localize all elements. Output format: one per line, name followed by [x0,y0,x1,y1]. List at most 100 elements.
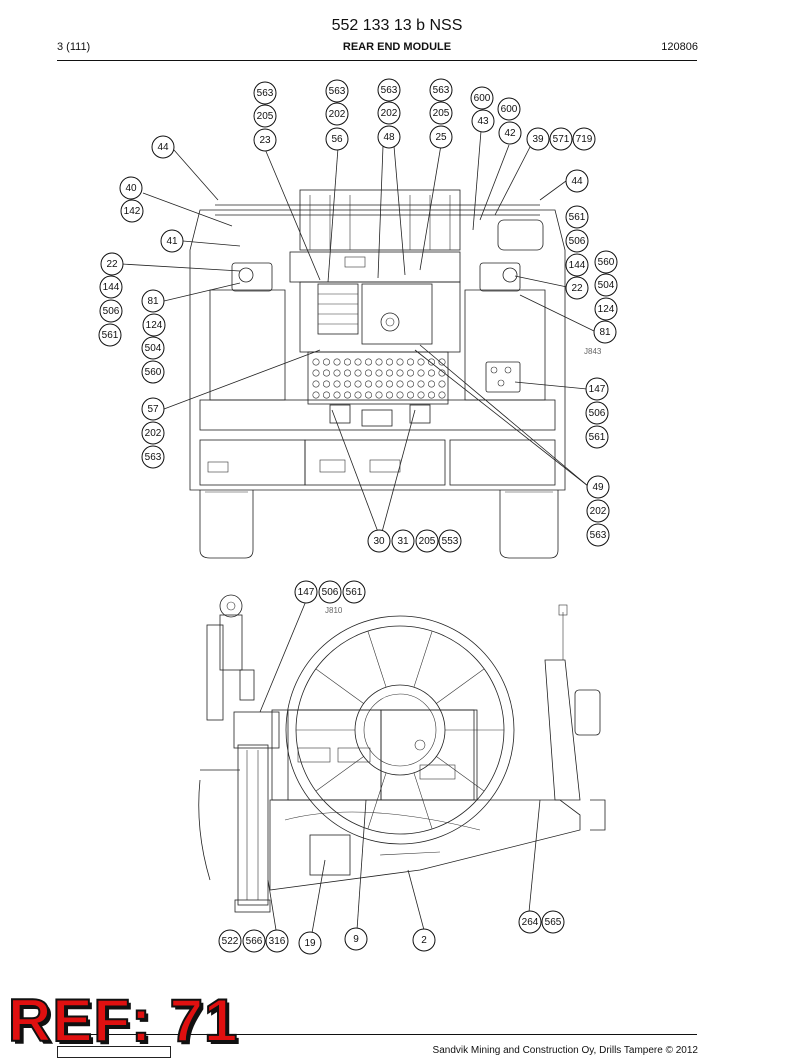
callout-563: 563 [429,78,453,102]
callout-57: 57 [141,397,165,421]
callout-56: 56 [325,127,349,151]
callout-label: 81 [147,296,159,307]
callout-label: 42 [504,128,516,139]
callout-600: 600 [470,86,494,110]
page-number: 3 (111) [57,41,91,53]
callout-label: 506 [322,587,339,598]
callout-label: 124 [598,304,615,315]
callout-565: 565 [541,910,565,934]
header-rule [57,60,697,61]
callout-44: 44 [151,135,175,159]
callout-label: 205 [257,111,274,122]
callout-40: 40 [119,176,143,200]
callout-label: 147 [298,587,315,598]
callout-22: 22 [100,252,124,276]
callout-label: 205 [419,536,436,547]
callout-label: 44 [157,142,169,153]
callout-504: 504 [594,273,618,297]
callout-563: 563 [377,78,401,102]
callout-142: 142 [120,199,144,223]
callout-bubbles: 5632052356320256563202485632052560043600… [98,78,618,955]
callout-label: 22 [106,259,118,270]
callout-563: 563 [253,81,277,105]
copyright-text: Sandvik Mining and Construction Oy, Dril… [432,1045,698,1056]
callout-39: 39 [526,127,550,151]
callout-316: 316 [265,929,289,953]
callout-label: 506 [569,236,586,247]
callout-25: 25 [429,125,453,149]
callout-553: 553 [438,529,462,553]
callout-571: 571 [549,127,573,151]
callout-label: 124 [146,320,163,331]
callout-label: 9 [353,934,359,945]
callout-205: 205 [415,529,439,553]
callout-label: 22 [571,283,583,294]
callout-label: 202 [145,428,162,439]
callout-label: 23 [259,135,271,146]
callout-label: 19 [304,938,316,949]
callout-label: 147 [589,384,606,395]
document-title: 552 133 13 b NSS [331,17,463,34]
callout-label: 48 [383,132,395,143]
callout-label: 600 [474,93,491,104]
callout-label: 30 [373,536,385,547]
callout-202: 202 [586,499,610,523]
reel-spokes [296,630,504,830]
callout-30: 30 [367,529,391,553]
callout-label: 522 [222,936,239,947]
callout-144: 144 [565,253,589,277]
callout-label: 571 [553,134,570,145]
callout-label: 563 [257,88,274,99]
callout-label: 563 [433,85,450,96]
callout-label: 142 [124,206,141,217]
callout-506: 506 [99,299,123,323]
callout-719: 719 [572,127,596,151]
callout-label: 202 [329,109,346,120]
callout-label: 144 [569,260,586,271]
callout-202: 202 [325,102,349,126]
callout-label: 560 [598,257,615,268]
callout-563: 563 [586,523,610,547]
callout-48: 48 [377,125,401,149]
callout-label: 561 [346,587,363,598]
callout-label: 49 [592,482,604,493]
callout-label: 553 [442,536,459,547]
callout-81: 81 [593,320,617,344]
callout-label: 56 [331,134,343,145]
callout-label: 81 [599,327,611,338]
callout-147: 147 [585,377,609,401]
callout-label: 600 [501,104,518,115]
callout-561: 561 [98,323,122,347]
callout-label: 563 [590,530,607,541]
callout-label: 563 [381,85,398,96]
perforated-panel [312,358,446,399]
callout-label: 506 [103,306,120,317]
callout-506: 506 [585,401,609,425]
callout-49: 49 [586,475,610,499]
callout-label: 40 [125,183,137,194]
callout-41: 41 [160,229,184,253]
callout-264: 264 [518,910,542,934]
callout-label: 2 [421,935,427,946]
callout-522: 522 [218,929,242,953]
callout-label: 504 [145,343,162,354]
callout-600: 600 [497,97,521,121]
callout-label: 205 [433,108,450,119]
callout-506: 506 [318,580,342,604]
callout-label: 39 [532,134,544,145]
callout-31: 31 [391,529,415,553]
leader-lines [121,130,595,934]
callout-22: 22 [565,276,589,300]
callout-label: 566 [246,936,263,947]
footer-rule [57,1034,697,1035]
callout-9: 9 [344,927,368,951]
callout-label: 264 [522,917,539,928]
callout-560: 560 [141,360,165,384]
callout-label: 144 [103,282,120,293]
callout-label: 561 [589,432,606,443]
document-date: 120806 [661,41,698,53]
callout-124: 124 [594,297,618,321]
callout-124: 124 [142,313,166,337]
callout-label: 561 [569,212,586,223]
callout-563: 563 [325,79,349,103]
